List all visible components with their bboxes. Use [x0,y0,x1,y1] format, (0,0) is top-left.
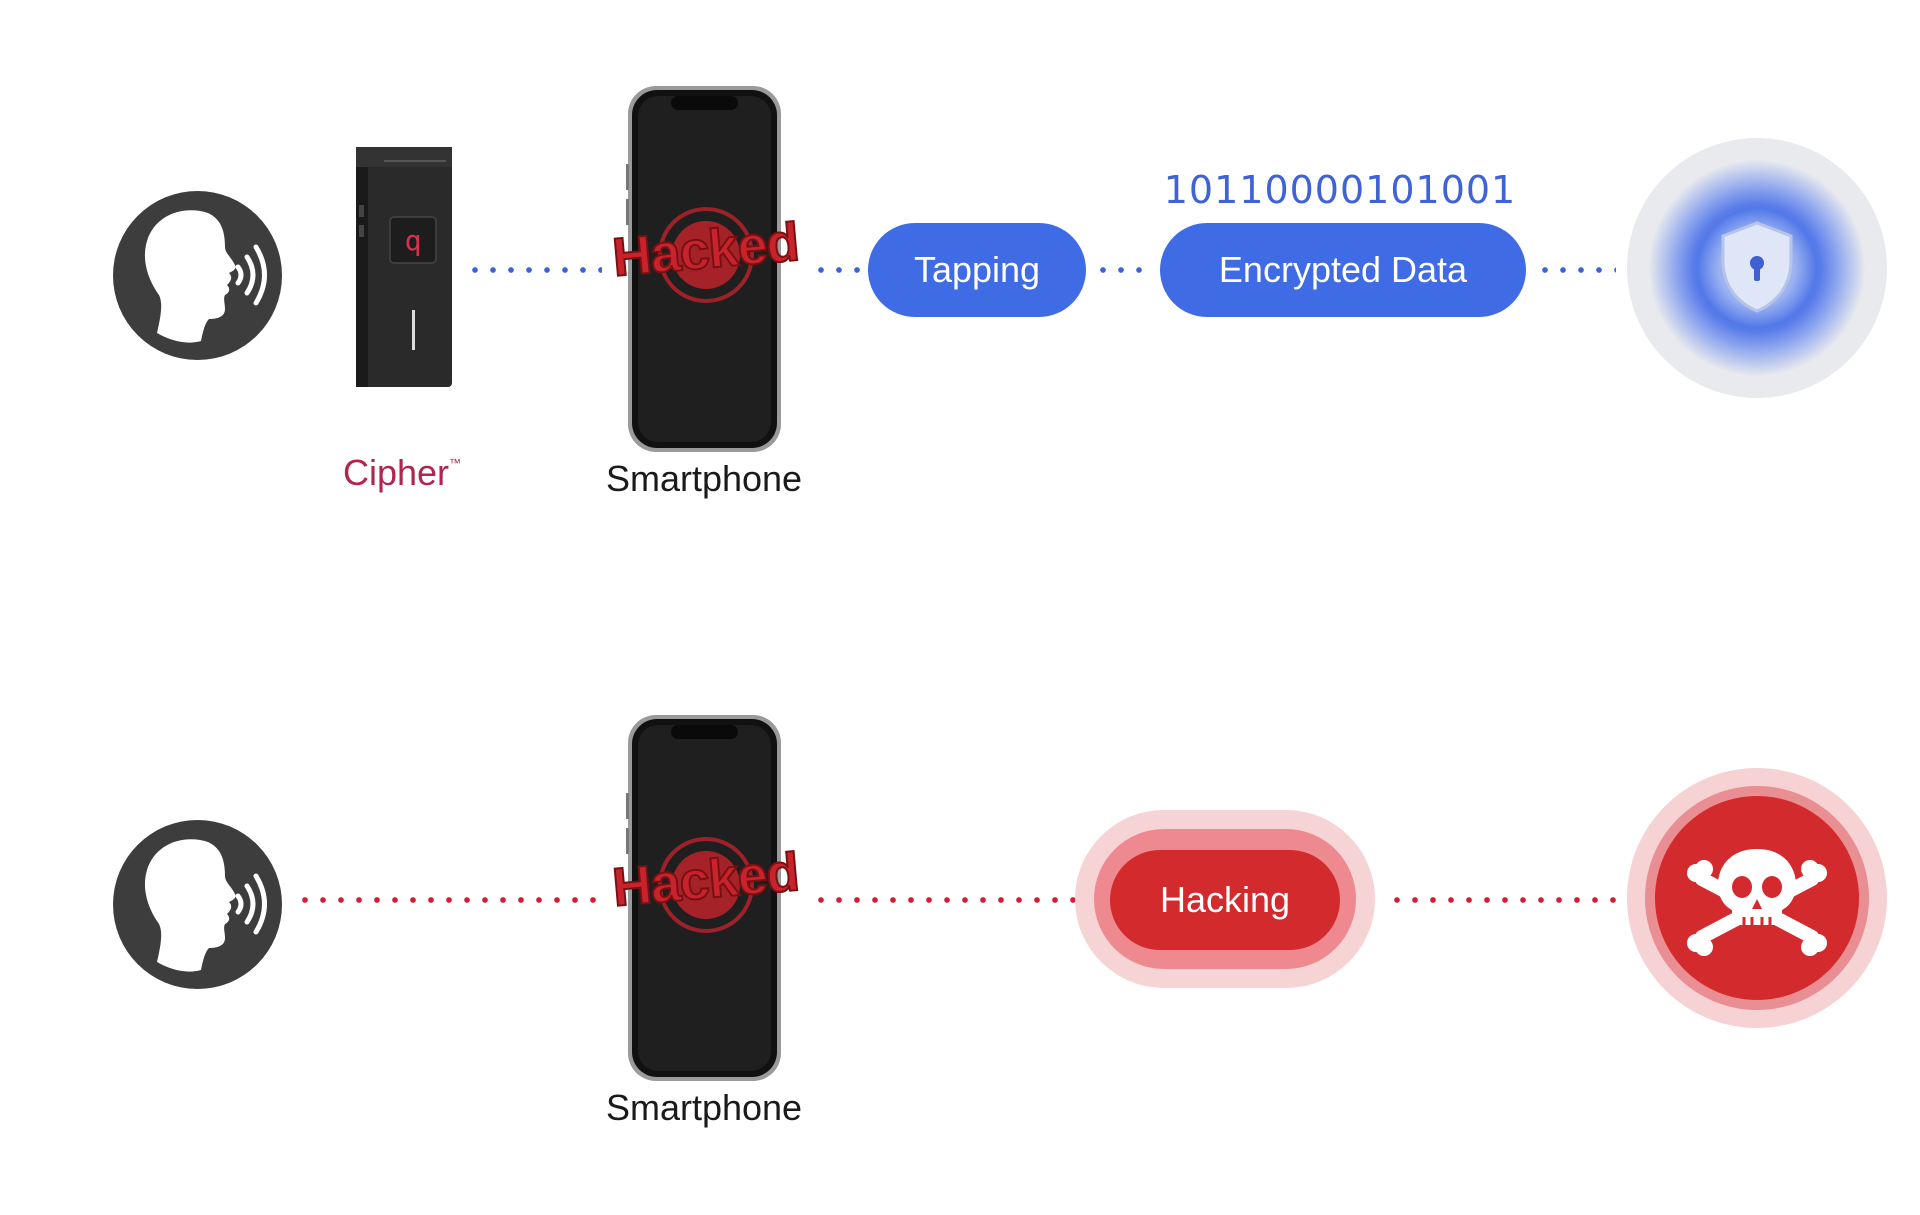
svg-text:q: q [405,224,422,257]
connector-dots [296,896,606,904]
connector-dots [1094,266,1144,274]
connector-dots [1388,896,1616,904]
connector-dots [466,266,602,274]
binary-data-text: 10110000101001 [1163,168,1517,212]
cipher-device-image: q [356,147,452,387]
hacking-pill: Hacking [1110,850,1340,950]
encrypted-data-pill: Encrypted Data [1160,223,1526,317]
connector-dots [1536,266,1616,274]
smartphone-label: Smartphone [605,1087,803,1128]
skull-crossbones-icon [1627,768,1887,1028]
cipher-label-text: Cipher [342,452,450,493]
hacked-stamp [658,837,754,933]
speaking-head-icon [113,191,282,360]
trademark-mark: ™ [449,456,462,470]
cipher-label: Cipher™ [302,452,502,494]
connector-dots [812,896,1102,904]
smartphone-label: Smartphone [605,458,803,499]
speaking-head-icon [113,820,282,989]
hacked-stamp [658,207,754,303]
tapping-pill: Tapping [868,223,1086,317]
shield-lock-icon [1627,138,1887,398]
connector-dots [812,266,862,274]
